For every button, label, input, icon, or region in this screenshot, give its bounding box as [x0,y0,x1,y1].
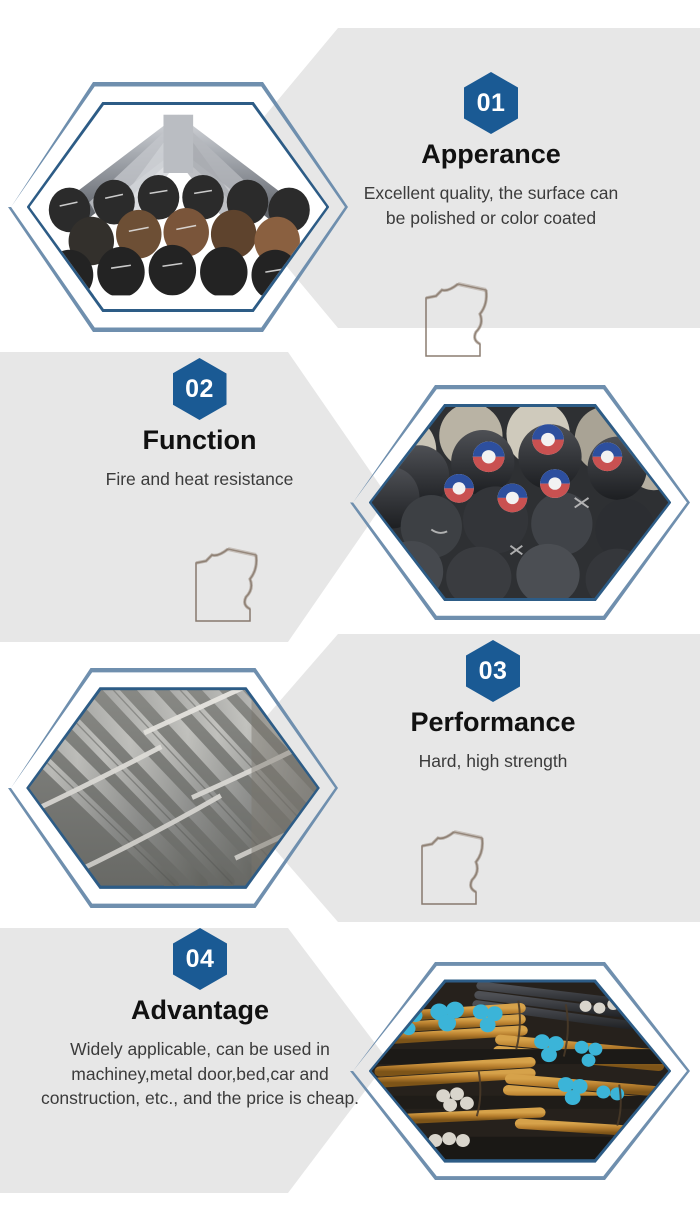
decorative-sketch-2 [188,535,272,630]
feature-heading-1: Apperance [421,139,561,169]
step-number-4: 04 [185,944,215,973]
feature-text-1: 01 Apperance Excellent quality, the surf… [355,72,627,230]
feature-text-4: 04 Advantage Widely applicable, can be u… [30,928,370,1111]
photo-steel-bars-1 [29,105,327,309]
photo-steel-bars-3 [29,690,317,886]
hex-photo-frame-3 [26,687,320,889]
feature-body-1: Excellent quality, the surface can be po… [363,182,619,228]
decorative-sketch-1 [418,270,502,365]
feature-text-3: 03 Performance Hard, high strength [358,640,628,774]
hex-photo-frame-2 [368,403,672,602]
step-badge-3: 03 [466,640,520,702]
hex-photo-frame-1 [26,102,330,312]
feature-image-2 [350,385,690,620]
step-number-2: 02 [185,374,214,403]
hex-photo-frame-4 [368,979,672,1163]
feature-text-2: 02 Function Fire and heat resistance [62,358,337,492]
decorative-sketch-3 [414,818,498,913]
feature-body-2: Fire and heat resistance [105,468,294,489]
feature-image-1 [8,82,348,332]
feature-image-3 [8,668,338,908]
photo-steel-bars-2 [371,406,669,599]
feature-body-4: Widely applicable, can be used in machin… [40,1038,360,1109]
feature-heading-3: Performance [410,707,576,737]
step-number-3: 03 [478,656,508,685]
step-badge-1: 01 [464,72,518,134]
step-number-1: 01 [476,88,506,117]
photo-steel-bars-4 [371,982,669,1160]
step-badge-4: 04 [173,928,227,990]
feature-heading-4: Advantage [130,995,270,1025]
feature-image-4 [350,962,690,1180]
step-badge-2: 02 [172,358,227,420]
feature-body-3: Hard, high strength [418,750,568,771]
feature-heading-2: Function [142,425,257,455]
